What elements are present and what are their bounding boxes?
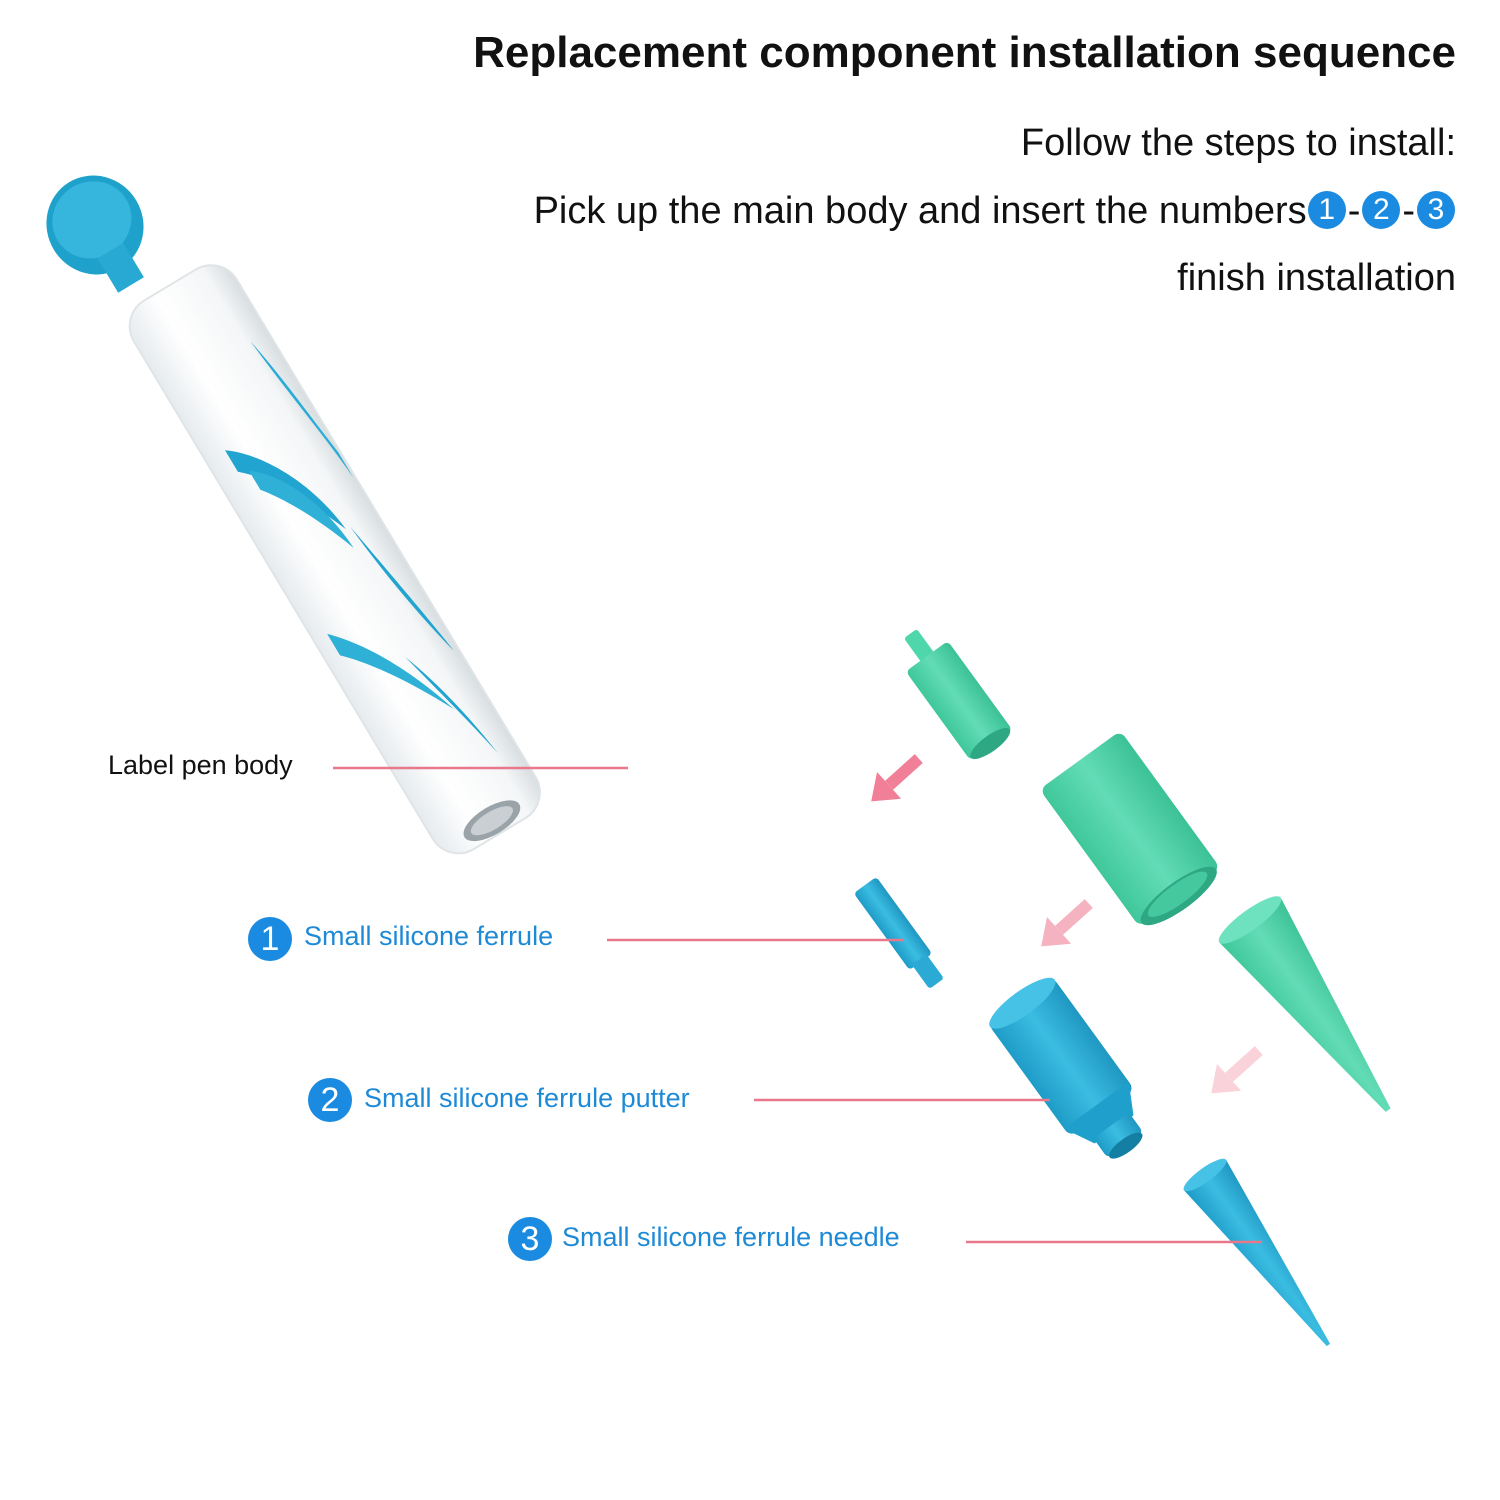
insert-arrow-3 — [1211, 1046, 1263, 1094]
instruction-line-2-text: Pick up the main body and insert the num… — [533, 190, 1307, 232]
number-badge-3: 3 — [508, 1217, 552, 1261]
step-badge-3: 3 — [1417, 190, 1455, 229]
small-silicone-ferrule-blue — [855, 878, 943, 988]
step-badge-2: 2 — [1362, 190, 1401, 229]
label-small-silicone-ferrule: Small silicone ferrule — [304, 921, 554, 951]
number-badge-1: 1 — [248, 917, 292, 961]
step-separator: - — [1347, 190, 1361, 232]
number-badge-2: 2 — [308, 1078, 352, 1122]
pen-body — [46, 175, 541, 855]
instruction-line-3: finish installation — [1177, 257, 1456, 299]
ferrule-needle-blue — [1183, 1158, 1331, 1347]
instruction-line-1: Follow the steps to install: — [1020, 122, 1456, 164]
step-separator: - — [1402, 190, 1415, 232]
step-badge-1: 1 — [1307, 190, 1346, 229]
page-title: Replacement component installation seque… — [473, 28, 1456, 77]
insert-arrow-1 — [871, 754, 923, 802]
label-small-silicone-ferrule-needle: Small silicone ferrule needle — [562, 1222, 900, 1252]
ferrule-needle-green — [1218, 896, 1391, 1112]
insert-arrow-2 — [1041, 899, 1093, 947]
ferrule-putter-green — [1042, 733, 1218, 926]
ferrule-putter-blue — [989, 977, 1143, 1159]
small-silicone-ferrule-green — [905, 630, 1011, 760]
label-pen-body: Label pen body — [108, 750, 293, 780]
instruction-line-2: Pick up the main body and insert the num… — [534, 190, 1456, 233]
label-small-silicone-ferrule-putter: Small silicone ferrule putter — [364, 1083, 690, 1113]
